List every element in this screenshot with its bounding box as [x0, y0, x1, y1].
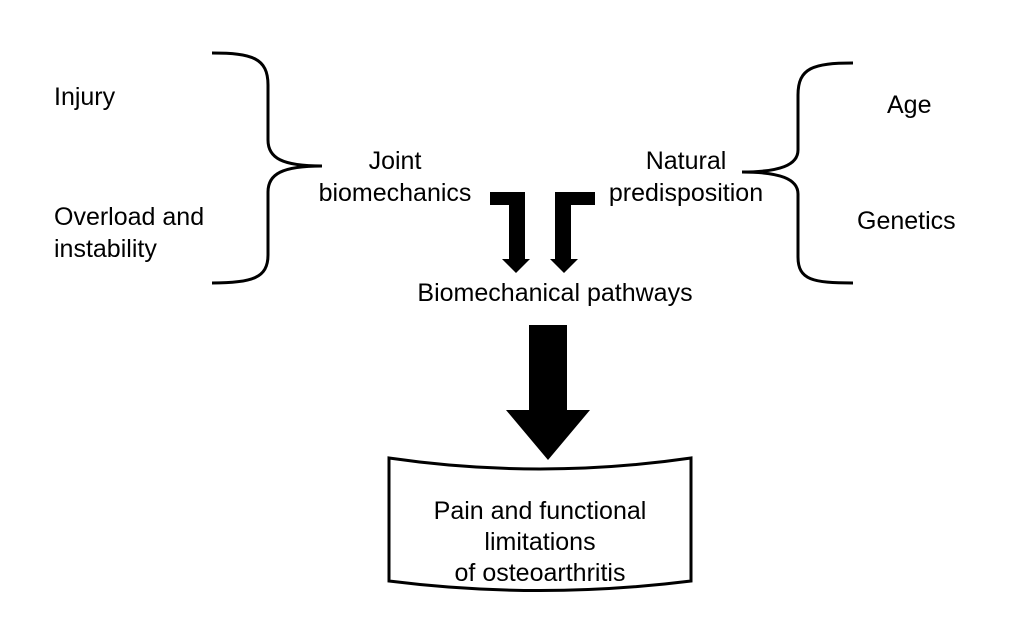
overload-instability-label: Overload and instability: [54, 203, 205, 263]
elbow-arrow-right: [550, 192, 595, 273]
outcome-label: Pain and functional limitations of osteo…: [433, 497, 647, 587]
genetics-label: Genetics: [857, 207, 956, 235]
joint-biomechanics-label: Joint biomechanics: [318, 147, 472, 207]
outcome-box-shape: [387, 456, 693, 592]
injury-label: Injury: [54, 83, 116, 111]
biomechanical-pathways-label: Biomechanical pathways: [417, 279, 693, 307]
age-label: Age: [887, 91, 932, 119]
right-curly-brace: [741, 61, 854, 285]
left-curly-brace: [211, 51, 323, 285]
large-down-arrow: [506, 325, 590, 460]
natural-predisposition-label: Natural predisposition: [608, 147, 764, 207]
elbow-arrow-left: [490, 192, 530, 273]
